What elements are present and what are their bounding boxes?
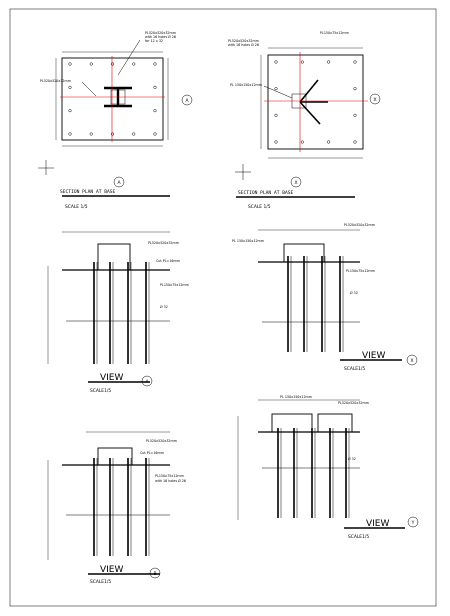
bolt-hole xyxy=(353,140,357,144)
plan-view-a: PL520x520x32mm PL520x520x32mm with 16 ho… xyxy=(38,31,193,210)
scale-plan-x: SCALE 1/5 xyxy=(248,204,271,210)
label-anchor-x: Ø 32 xyxy=(350,290,358,295)
label-chord-x: PL 150x150x12mm xyxy=(232,239,264,243)
bolt-hole xyxy=(353,60,357,64)
bolt-hole xyxy=(327,140,331,144)
label-weld-b: Cut PL=16mm xyxy=(140,451,164,455)
bolt-hole xyxy=(68,62,72,66)
plan-view-x: PL520x520x32mm with 16 holes Ø 26 PL150x… xyxy=(228,31,381,210)
label-stiff-a: PL150x75x12mm xyxy=(160,283,189,287)
bolt-hole xyxy=(153,85,157,89)
label-anchor-b: with 16 holes Ø 26 xyxy=(155,478,186,483)
label-weld-a: Cut PL=16mm xyxy=(156,259,180,263)
title-plan-x: SECTION PLAN AT BASE xyxy=(238,190,294,196)
label-plate-tr: PL520x520x32mm xyxy=(228,39,259,43)
scale-view-x: SCALE1/5 xyxy=(344,366,365,372)
bolt-hole xyxy=(274,113,278,117)
label-anchor-a: Ø 32 xyxy=(160,304,168,309)
svg-text:A: A xyxy=(185,98,189,104)
bolt-hole xyxy=(353,113,357,117)
bolt-hole xyxy=(274,60,278,64)
bolt-hole xyxy=(132,132,136,136)
label-anchor-y: Ø 32 xyxy=(348,456,356,461)
svg-text:X: X xyxy=(373,97,376,103)
label-stiffener-tr: PL150x75x12mm xyxy=(320,31,349,35)
bolt-hole xyxy=(274,87,278,91)
bolt-hole xyxy=(68,109,72,113)
bolt-hole xyxy=(68,132,72,136)
section-mark-a xyxy=(113,176,125,188)
view-a-mark: A xyxy=(145,379,149,385)
elevation-view-a: PL520x520x32mm Cut PL=16mm PL150x75x12mm… xyxy=(47,231,189,394)
label-chord-tr: PL 150x150x12mm xyxy=(230,83,262,87)
bolt-hole xyxy=(89,62,93,66)
section-mark-x xyxy=(290,176,302,188)
label-stiff-x: PL150x75x12mm xyxy=(346,269,375,273)
label-plate-tr-sub: with 16 holes Ø 26 xyxy=(228,42,259,47)
label-plate-b: PL520x520x32mm xyxy=(146,439,177,443)
label-chord-y: PL 150x150x12mm xyxy=(280,395,312,399)
scale-plan-a: SCALE 1/5 xyxy=(65,204,88,210)
bolt-hole xyxy=(327,60,331,64)
label-plate-tl-bolts: for 12 x 32 xyxy=(145,39,163,43)
elevation-view-x: PL 150x150x12mm PL520x520x32mm PL150x75x… xyxy=(232,223,418,372)
bolt-hole xyxy=(89,132,93,136)
bolt-hole xyxy=(153,109,157,113)
view-b-mark: B xyxy=(153,571,156,577)
scale-view-y: SCALE1/5 xyxy=(348,534,369,540)
label-plate-x: PL520x520x32mm xyxy=(344,223,375,227)
title-plan-a: SECTION PLAN AT BASE xyxy=(60,189,116,195)
label-plate-y: PL520x520x32mm xyxy=(338,401,369,405)
section-mark-x-letter: X xyxy=(294,180,297,186)
elevation-view-b: PL520x520x32mm Cut PL=16mm PL150x75x12mm… xyxy=(47,431,186,585)
scale-view-b: SCALE1/5 xyxy=(90,579,111,585)
view-x-mark: X xyxy=(410,358,413,364)
bolt-hole xyxy=(300,60,304,64)
label-plate-a: PL520x520x32mm xyxy=(148,241,179,245)
bolt-hole xyxy=(68,85,72,89)
label-plate-tl: PL520x520x32mm xyxy=(40,79,71,83)
title-view-x: VIEW xyxy=(362,351,385,361)
section-mark-a-letter: A xyxy=(117,180,121,186)
title-view-a: VIEW xyxy=(100,373,123,383)
bolt-hole xyxy=(153,132,157,136)
bolt-hole xyxy=(274,140,278,144)
sheet-border xyxy=(9,8,437,607)
scale-view-a: SCALE1/5 xyxy=(90,388,111,394)
view-y-mark: Y xyxy=(411,520,415,526)
bolt-hole xyxy=(132,62,136,66)
title-view-b: VIEW xyxy=(100,565,123,575)
bolt-hole xyxy=(153,62,157,66)
elevation-view-y: PL 150x150x12mm PL520x520x32mm Ø 32 VIEW… xyxy=(237,395,419,540)
bolt-hole xyxy=(353,87,357,91)
title-view-y: VIEW xyxy=(366,519,389,529)
bolt-hole xyxy=(300,140,304,144)
label-plate-tl-sub: with 16 holes Ø 26 xyxy=(145,34,176,39)
bolt-hole xyxy=(110,132,115,136)
bolt-hole xyxy=(110,62,115,66)
label-plate-tl-top: PL520x520x32mm xyxy=(145,31,176,35)
label-stiff-b: PL150x75x12mm xyxy=(155,474,184,478)
